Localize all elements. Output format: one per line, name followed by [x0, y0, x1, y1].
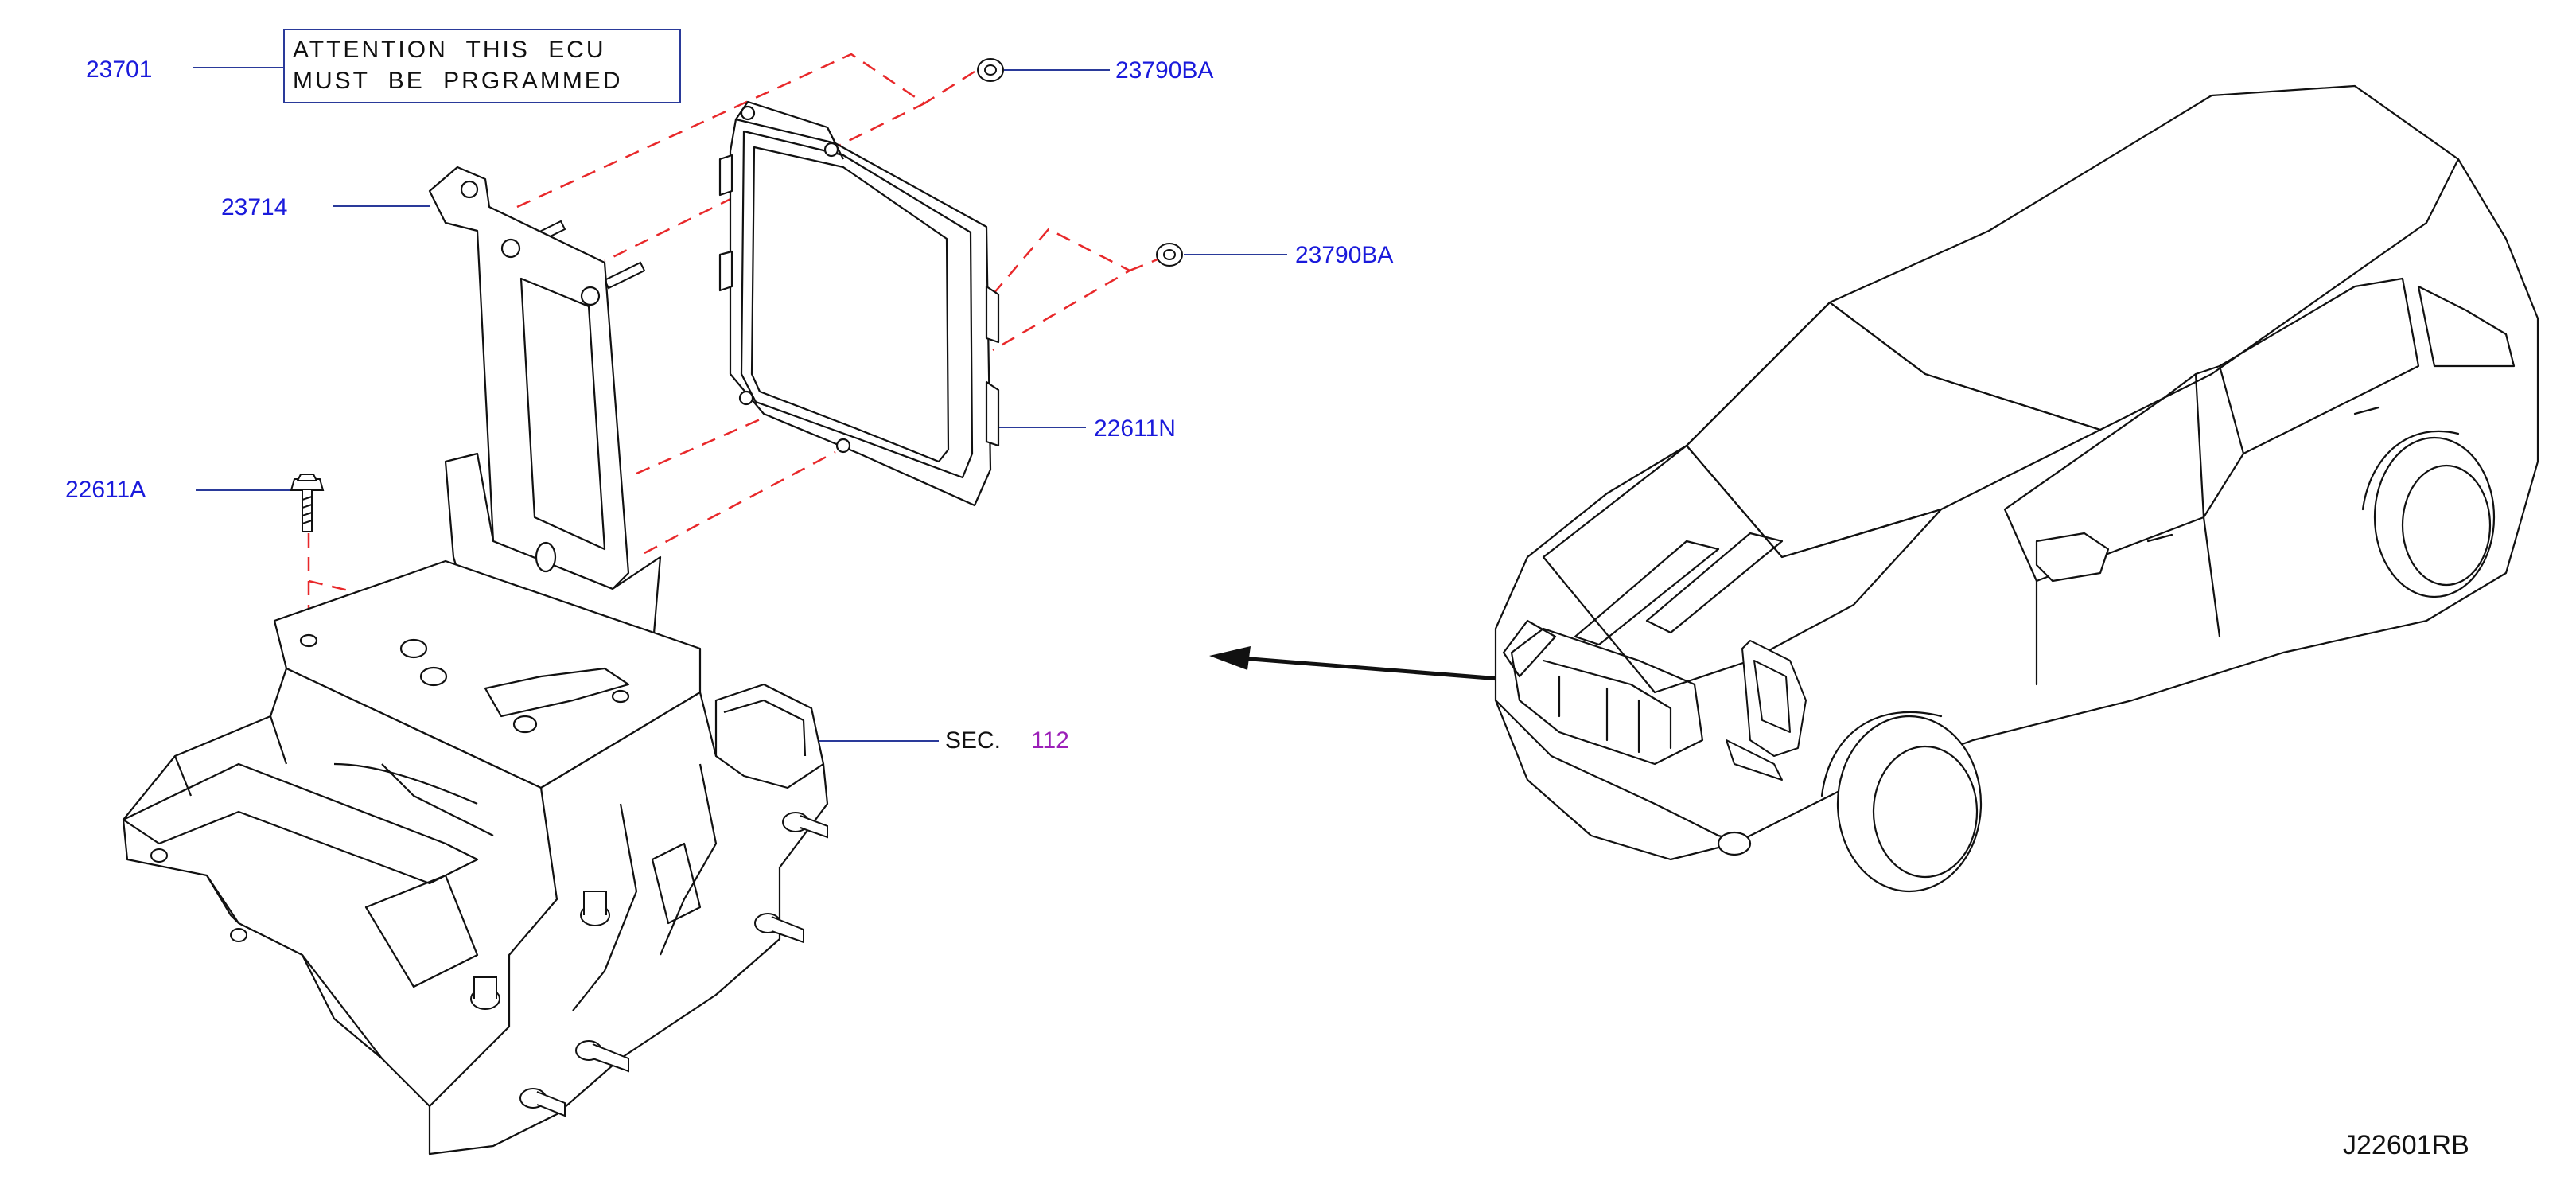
base-right-boss — [714, 683, 825, 789]
callout-23714: 23714 — [221, 194, 287, 220]
stud-5 — [575, 1040, 629, 1073]
stud-4 — [470, 976, 500, 1010]
ecu-mount-hole-1 — [740, 105, 756, 121]
callout-23790BA-mid: 23790BA — [1295, 242, 1393, 268]
bracket-hole-2 — [500, 238, 521, 259]
notice-line-1: ATTENTION THIS ECU — [293, 37, 606, 63]
ecu-mount-hole-2 — [823, 142, 839, 158]
vehicle-hood — [1542, 444, 1943, 694]
notice-line-2: MUST BE PRGRAMMED — [293, 68, 622, 94]
base-studs — [150, 812, 828, 1117]
vehicle-headlight — [1502, 619, 1557, 678]
stud-2 — [754, 913, 804, 944]
grommet-23790BA-mid — [1156, 243, 1183, 267]
vehicle-grille — [1510, 627, 1704, 766]
stud-1 — [782, 812, 828, 839]
vehicle-illustration — [1494, 84, 2539, 893]
vehicle-mirror — [2035, 532, 2110, 583]
drawing-id: J22601RB — [2343, 1130, 2469, 1160]
stud-3 — [580, 891, 610, 926]
bracket-inner-slot — [519, 277, 606, 551]
ecu-cover — [740, 130, 974, 479]
callout-22611A: 22611A — [65, 477, 146, 503]
notice-label: ATTENTION THIS ECU MUST BE PRGRAMMED — [283, 29, 681, 103]
notice-box — [283, 29, 681, 103]
bracket-hole-1 — [460, 180, 479, 199]
vehicle-foglight — [1717, 831, 1752, 856]
vehicle-ecu-location-bracket — [1726, 640, 1807, 781]
stud-7 — [150, 848, 168, 863]
bracket-hole-3 — [580, 286, 601, 306]
callout-23790BA-top: 23790BA — [1115, 57, 1213, 84]
ecu-mount-hole-3 — [738, 390, 754, 406]
stud-8 — [230, 928, 247, 942]
ecu-face — [750, 146, 950, 463]
ecu-mount-hole-4 — [835, 438, 851, 454]
base-left-rail — [122, 762, 479, 885]
base-structure — [122, 559, 829, 1156]
section-reference-number: 112 — [1031, 727, 1069, 754]
bolt-22611A — [290, 474, 325, 532]
vehicle-rear-wheel — [2361, 430, 2496, 598]
section-reference-prefix: SEC. — [945, 727, 1001, 754]
vehicle-side-window-rear — [2218, 277, 2420, 455]
ecu-unit — [718, 100, 1000, 507]
stud-6 — [519, 1088, 566, 1117]
callout-22611N: 22611N — [1094, 415, 1176, 442]
vehicle-side-window-front — [2003, 372, 2205, 583]
vehicle-front-wheel — [1820, 711, 1983, 893]
grommet-23790BA-top — [977, 58, 1004, 82]
callout-23701: 23701 — [86, 57, 152, 83]
callouts: 23701 23714 22611A 23790BA 23790BA 22611… — [65, 57, 1393, 754]
bracket-back-plate — [428, 166, 630, 590]
